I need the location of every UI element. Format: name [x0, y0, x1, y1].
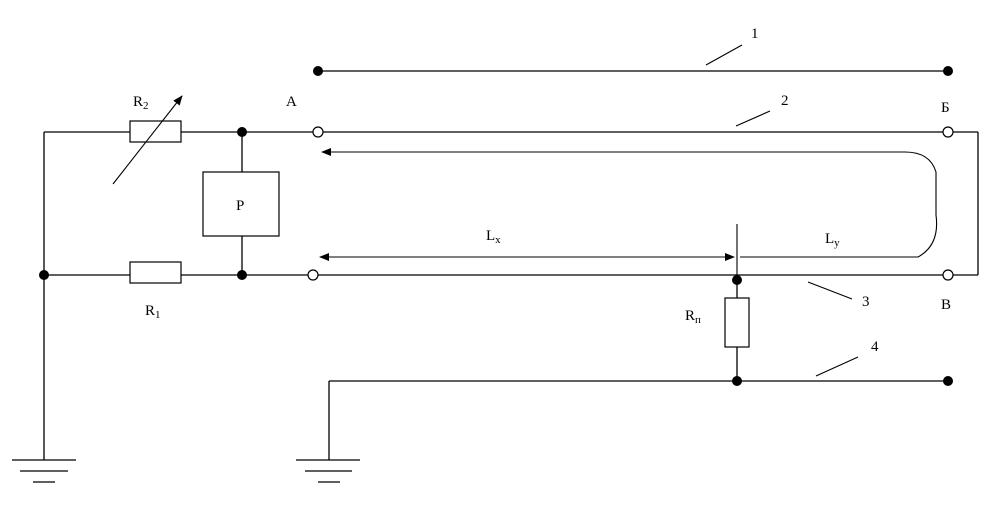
label-terminal-b: Б — [941, 100, 950, 116]
leader-4 — [815, 356, 859, 377]
label-line-2: 2 — [781, 93, 789, 109]
label-line-3: 3 — [862, 294, 870, 310]
jumper-b-v — [953, 131, 979, 276]
leader-1 — [705, 44, 743, 66]
resistor-r2 — [112, 95, 242, 185]
label-line-4: 4 — [871, 339, 879, 355]
leader-3 — [807, 281, 853, 300]
label-lx: Lx — [486, 228, 501, 246]
meter-p-box — [202, 171, 280, 237]
label-r2: R2 — [133, 94, 149, 112]
label-terminal-v: В — [941, 297, 951, 313]
resistor-r1 — [129, 261, 242, 284]
label-rp: Rп — [685, 308, 701, 326]
line-3 — [307, 269, 954, 300]
variable-arrow-icon — [112, 95, 183, 185]
resistor-rp — [724, 275, 750, 381]
return-path-arrow — [321, 148, 938, 258]
line-1 — [313, 44, 953, 76]
left-ground-wire — [39, 131, 130, 460]
label-terminal-a: А — [286, 94, 297, 110]
label-meter-p: P — [236, 198, 244, 214]
label-r1: R1 — [145, 303, 161, 321]
line-2 — [312, 110, 954, 138]
label-ly: Ly — [825, 231, 840, 249]
leader-2 — [735, 110, 771, 127]
label-line-1: 1 — [751, 26, 759, 42]
meter-p-branch — [202, 127, 280, 280]
line-4 — [329, 356, 953, 386]
right-ground-symbol — [296, 381, 360, 483]
left-ground-symbol — [12, 459, 76, 483]
